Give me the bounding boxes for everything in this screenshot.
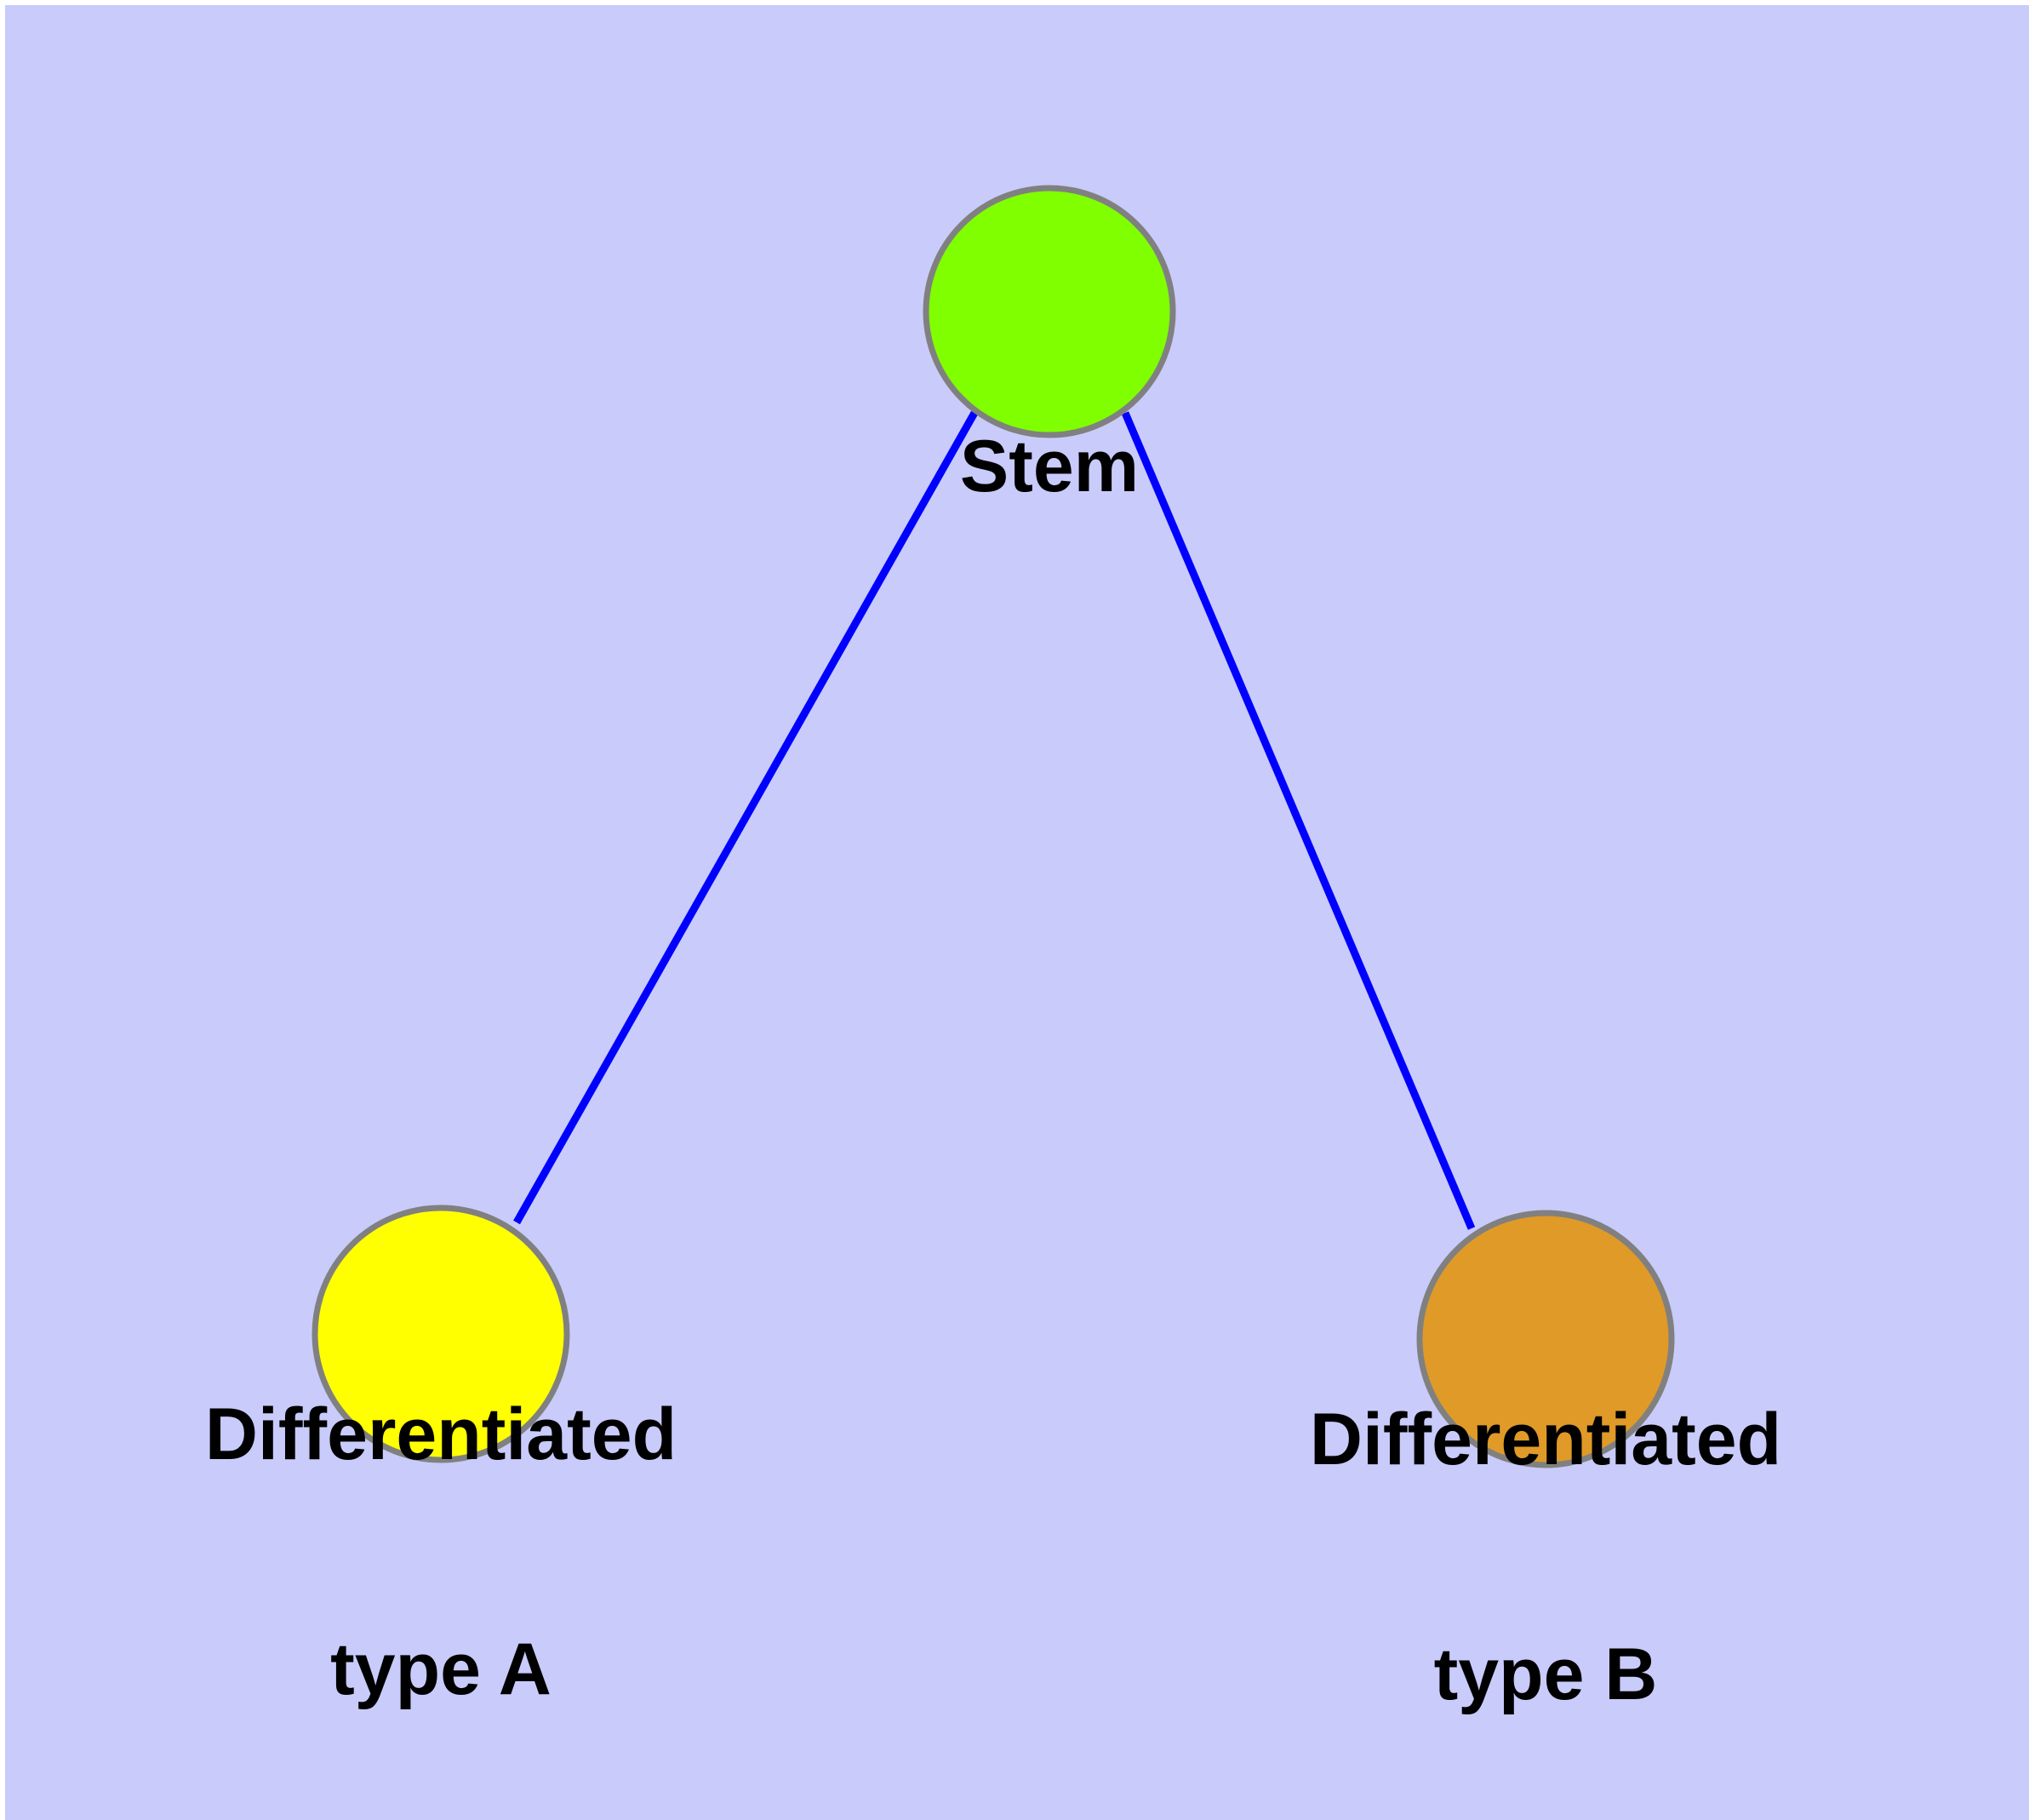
node-stem[interactable] [923,185,1176,438]
node-differentiated-type-b[interactable] [1416,1210,1675,1468]
edge-stem-diff-b [1121,411,1476,1230]
edge-layer [513,410,1476,1230]
node-differentiated-type-a[interactable] [311,1205,570,1463]
node-layer [311,185,1675,1468]
edge-stem-diff-a [513,410,978,1225]
